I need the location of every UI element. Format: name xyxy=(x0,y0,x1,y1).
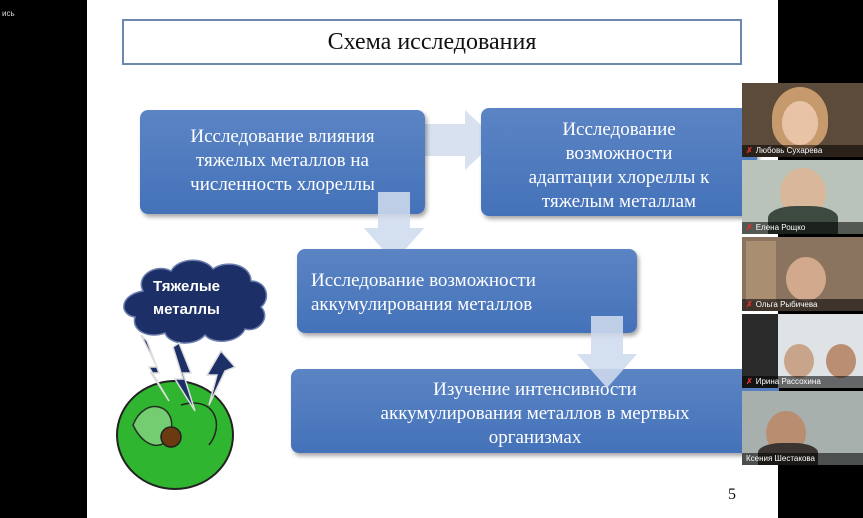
participant-tile[interactable]: Ксения Шестакова xyxy=(742,391,863,465)
participant-face xyxy=(786,257,826,301)
arrow-down-overlay-icon xyxy=(364,192,424,262)
participant-tile[interactable]: ✗Любовь Сухарева xyxy=(742,83,863,157)
participant-tile[interactable]: ✗Ольга Рыбичева xyxy=(742,237,863,311)
flow-box-adaptation: Исследование возможности адаптации хлоре… xyxy=(481,108,757,216)
background-furniture xyxy=(746,241,776,301)
participant-tile[interactable]: ✗Елена Рощко xyxy=(742,160,863,234)
flow-box-accumulation: Исследование возможности аккумулирования… xyxy=(297,249,637,333)
box-line: тяжелых металлов на xyxy=(196,150,369,171)
box-line: Исследование xyxy=(562,119,676,140)
participant-name-label: ✗Ольга Рыбичева xyxy=(742,299,863,311)
participant-name-label: ✗Любовь Сухарева xyxy=(742,145,863,157)
mic-muted-icon: ✗ xyxy=(746,300,753,309)
box-line: аккумулирования металлов в мертвых xyxy=(380,403,690,424)
lightning-icon xyxy=(140,334,237,412)
presentation-slide: Схема исследования Исследование влияния … xyxy=(87,0,779,518)
box-line: Изучение интенсивности xyxy=(433,379,637,400)
cloud-label: металлы xyxy=(153,301,220,318)
chlorella-illustration: Тяжелые металлы xyxy=(116,259,268,490)
flow-box-heavy-metals-influence: Исследование влияния тяжелых металлов на… xyxy=(140,110,425,214)
participant-tile[interactable]: ✗Ирина Рассохина xyxy=(742,314,863,388)
participant-face xyxy=(782,101,818,145)
cloud-icon: Тяжелые металлы xyxy=(123,259,268,344)
participant-name-label: ✗Ирина Рассохина xyxy=(742,376,863,388)
participant-name-label: Ксения Шестакова xyxy=(742,453,863,465)
box-line: Исследование влияния xyxy=(190,126,375,147)
recording-label: ись xyxy=(2,9,15,18)
mic-muted-icon: ✗ xyxy=(746,377,753,386)
box-line: организмах xyxy=(488,427,582,448)
box-line: возможности xyxy=(565,143,673,164)
slide-title: Схема исследования xyxy=(122,19,742,65)
box-line: численность хлореллы xyxy=(190,174,375,195)
slide-page-number: 5 xyxy=(728,486,736,503)
box-line: тяжелым металлам xyxy=(541,191,697,212)
participant-face xyxy=(826,344,856,378)
cloud-label: Тяжелые xyxy=(153,278,220,295)
cell-icon xyxy=(116,380,234,490)
flow-box-dead-organisms: Изучение интенсивности аккумулирования м… xyxy=(291,369,779,453)
participant-name-label: ✗Елена Рощко xyxy=(742,222,863,234)
mic-muted-icon: ✗ xyxy=(746,223,753,232)
mic-muted-icon: ✗ xyxy=(746,146,753,155)
box-line: адаптации хлореллы к xyxy=(528,167,710,188)
box-line: Исследование возможности xyxy=(311,270,536,291)
box-line: аккумулирования металлов xyxy=(311,294,533,315)
participant-face xyxy=(784,344,814,378)
arrow-right-icon xyxy=(413,110,497,170)
participants-panel: ✗Любовь Сухарева ✗Елена Рощко ✗Ольга Рыб… xyxy=(742,83,863,468)
background-dark xyxy=(742,314,778,388)
arrow-down-overlay-icon xyxy=(577,316,637,388)
